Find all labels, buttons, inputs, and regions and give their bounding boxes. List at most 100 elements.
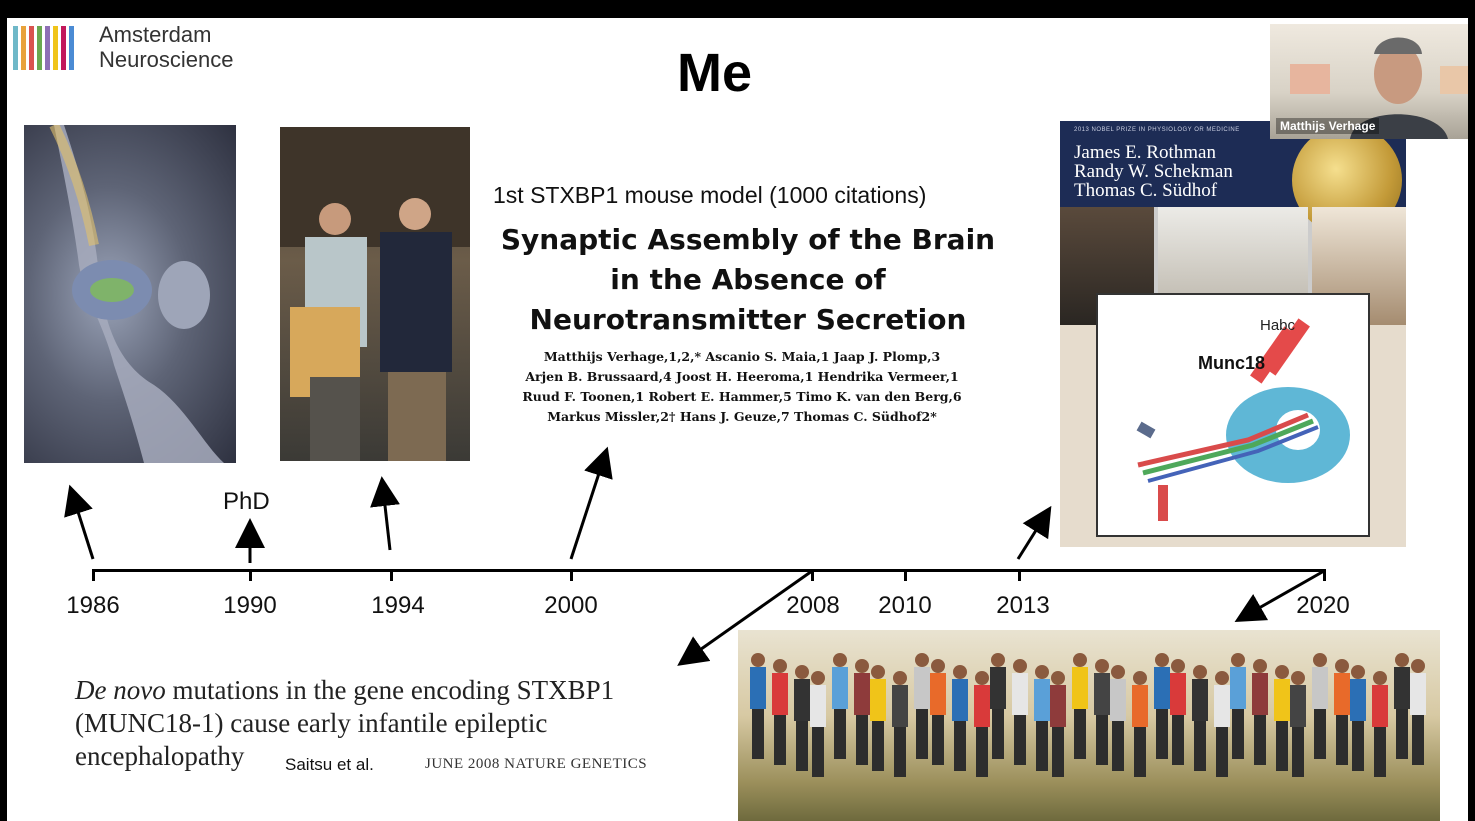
team-member (810, 671, 826, 777)
team-member (1132, 671, 1148, 777)
tick-1990 (249, 569, 252, 581)
year-label: 1994 (371, 592, 425, 619)
team-member (1394, 653, 1410, 759)
tick-2000 (570, 569, 573, 581)
tick-2020 (1323, 569, 1326, 581)
citation-author: Saitsu et al. (285, 755, 374, 774)
munc18-structure-figure: Munc18 Habc (1096, 293, 1370, 537)
team-member (750, 653, 766, 759)
team-member (1110, 665, 1126, 771)
year-label: 1986 (66, 592, 120, 619)
team-member (1252, 659, 1268, 765)
logo-text: Amsterdam Neuroscience (99, 22, 234, 72)
logo-bar (69, 26, 74, 70)
team-member (854, 659, 870, 765)
team-member (1192, 665, 1208, 771)
munc18-protein-illustration (1136, 318, 1350, 521)
logo-bar (13, 26, 18, 70)
neuron-synapse-image (24, 125, 236, 463)
paper-authors: Matthijs Verhage,1,2,* Ascanio S. Maia,1… (497, 347, 987, 427)
year-label: 2013 (996, 592, 1050, 619)
paper-title: Synaptic Assembly of the Brain in the Ab… (493, 220, 1003, 340)
team-member (1034, 665, 1050, 771)
amsterdam-neuroscience-logo (13, 26, 97, 70)
team-member (930, 659, 946, 765)
team-illustration (750, 653, 1426, 777)
logo-bar (37, 26, 42, 70)
nobel-laureates: James E. Rothman Randy W. Schekman Thoma… (1074, 143, 1233, 200)
two-researchers-photo (280, 127, 470, 461)
authors-line2: Arjen B. Brussaard,4 Joost H. Heeroma,1 … (525, 369, 959, 384)
nobel-banner-caption: 2013 NOBEL PRIZE IN PHYSIOLOGY OR MEDICI… (1074, 127, 1240, 133)
synapse-illustration (49, 125, 224, 463)
team-member (832, 653, 848, 759)
arrow-1994 (370, 476, 400, 551)
year-label: 2010 (878, 592, 932, 619)
nature-genetics-title: De novo mutations in the gene encoding S… (75, 674, 695, 773)
year-label: 1990 (223, 592, 277, 619)
team-member (1312, 653, 1328, 759)
team-member (1050, 671, 1066, 777)
team-member (1214, 671, 1230, 777)
tick-1986 (92, 569, 95, 581)
year-label: 2020 (1296, 592, 1350, 619)
de-novo-italic: De novo (75, 675, 166, 705)
team-member (870, 665, 886, 771)
team-member (1094, 659, 1110, 765)
team-member (1334, 659, 1350, 765)
team-group-photo (738, 630, 1440, 821)
paper-title-line1: Synaptic Assembly of the Brain (500, 223, 996, 256)
researchers-illustration (280, 127, 470, 461)
tick-2008 (811, 569, 814, 581)
team-member (914, 653, 930, 759)
arrow-2020 (1234, 569, 1325, 622)
video-participant-tile: Matthijs Verhage (1270, 24, 1468, 139)
authors-line4: Markus Missler,2† Hans J. Geuze,7 Thomas… (547, 409, 937, 424)
team-member (1154, 653, 1170, 759)
arrow-2000 (569, 446, 613, 560)
timeline-arrows (64, 446, 1325, 666)
arrow-2008 (677, 569, 813, 666)
team-member (1230, 653, 1246, 759)
team-member (1170, 659, 1186, 765)
nature-title-rest: mutations in the gene encoding STXBP1 (M… (75, 675, 615, 771)
paper-title-line2: in the Absence of (610, 263, 886, 296)
paper-title-line3: Neurotransmitter Secretion (529, 303, 967, 336)
paper-note: 1st STXBP1 mouse model (1000 citations) (493, 182, 927, 208)
team-member (1072, 653, 1088, 759)
logo-line2: Neuroscience (99, 47, 234, 72)
team-member (974, 671, 990, 777)
logo-line1: Amsterdam (99, 22, 212, 47)
arrow-2013 (1016, 505, 1052, 560)
munc18-label: Munc18 (1198, 353, 1266, 373)
slide-title: Me (677, 43, 753, 103)
logo-bar (61, 26, 66, 70)
journal-reference: JUNE 2008 NATURE GENETICS (425, 756, 648, 772)
team-member (1290, 671, 1306, 777)
authors-line3: Ruud F. Toonen,1 Robert E. Hammer,5 Timo… (522, 389, 962, 404)
nobel-prize-panel: 2013 NOBEL PRIZE IN PHYSIOLOGY OR MEDICI… (1060, 121, 1406, 547)
habc-label: Habc (1260, 317, 1296, 334)
tick-2010 (904, 569, 907, 581)
authors-line1: Matthijs Verhage,1,2,* Ascanio S. Maia,1… (543, 349, 941, 364)
logo-bar (53, 26, 58, 70)
team-member (772, 659, 788, 765)
participant-video-feed (1290, 37, 1468, 139)
slide-canvas: Amsterdam Neuroscience Me 1st STXBP1 mou… (7, 18, 1468, 821)
logo-bar (21, 26, 26, 70)
team-member (952, 665, 968, 771)
team-member (892, 671, 908, 777)
arrow-1986 (64, 484, 95, 560)
logo-bar (29, 26, 34, 70)
tick-1994 (390, 569, 393, 581)
year-label: 2008 (786, 592, 840, 619)
team-member (990, 653, 1006, 759)
laureate-name-2: Randy W. Schekman (1074, 161, 1233, 182)
team-member (1274, 665, 1290, 771)
tick-2013 (1018, 569, 1021, 581)
team-member (1410, 659, 1426, 765)
team-member (1012, 659, 1028, 765)
team-member (794, 665, 810, 771)
laureate-name-3: Thomas C. Südhof (1074, 180, 1218, 201)
laureate-name-1: James E. Rothman (1074, 142, 1216, 163)
